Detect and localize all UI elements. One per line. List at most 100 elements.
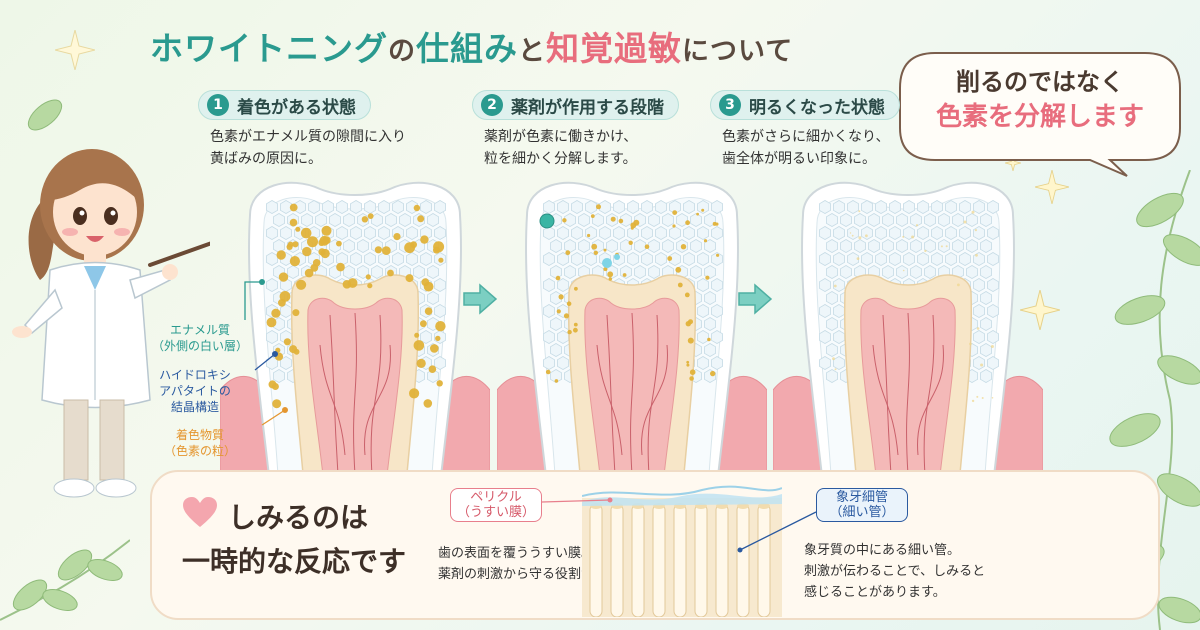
crystal-cell bbox=[854, 213, 866, 227]
stain-particle bbox=[365, 274, 371, 280]
stain-particle bbox=[672, 224, 676, 228]
crystal-cell bbox=[696, 304, 710, 318]
stain-particle bbox=[991, 397, 994, 399]
stain-particle bbox=[430, 344, 439, 353]
stain-particle bbox=[957, 283, 960, 287]
crystal-cell bbox=[543, 200, 555, 214]
tooth-stage-1 bbox=[220, 181, 490, 485]
nerve-lines bbox=[872, 312, 944, 476]
crystal-cell bbox=[550, 239, 562, 253]
stain-particle bbox=[902, 269, 905, 272]
pellicle-layer bbox=[582, 493, 782, 506]
crystal-cell bbox=[937, 213, 951, 227]
crystal-cell bbox=[930, 226, 944, 240]
stain-particle bbox=[573, 322, 578, 327]
crystal-cell bbox=[647, 239, 661, 253]
crystal-cell bbox=[620, 213, 633, 227]
tubule-opening bbox=[758, 503, 770, 509]
stain-particles bbox=[545, 204, 720, 383]
crystal-cell bbox=[377, 200, 391, 214]
crystal-cell bbox=[391, 200, 405, 214]
crystal-cell bbox=[343, 239, 356, 253]
arrow-right-icon bbox=[738, 283, 773, 315]
nerve-line bbox=[641, 344, 668, 456]
crystal-cell bbox=[661, 213, 675, 227]
stain-particle bbox=[433, 246, 440, 254]
stain-particle bbox=[289, 218, 298, 227]
crystal-cell bbox=[826, 291, 838, 305]
crystal-cell bbox=[923, 265, 937, 279]
crystal-cell bbox=[916, 200, 930, 214]
crystal-cell bbox=[349, 226, 363, 240]
stain-particle bbox=[554, 379, 559, 383]
crystal-cell bbox=[909, 239, 923, 253]
stain-particle bbox=[374, 246, 382, 254]
stain-particle bbox=[278, 272, 289, 282]
stain-particle bbox=[436, 380, 443, 387]
sparkle-icon bbox=[1005, 155, 1021, 171]
crystal-cell bbox=[308, 200, 320, 214]
crystal-cell bbox=[986, 226, 1000, 240]
stain-particle bbox=[312, 259, 321, 267]
crystal-cell bbox=[349, 200, 363, 214]
label-stain: 着色物質（色素の粒） bbox=[163, 428, 236, 458]
crystal-cell bbox=[965, 239, 979, 253]
agent-molecule bbox=[539, 213, 555, 229]
crystal-cell bbox=[363, 200, 377, 214]
crystal-cell bbox=[626, 200, 640, 214]
crystal-cell bbox=[979, 343, 993, 357]
stain-particle bbox=[295, 226, 301, 232]
stain-particle bbox=[672, 210, 678, 215]
stain-particle bbox=[271, 383, 279, 390]
stain-particle bbox=[644, 244, 650, 249]
stain-particle bbox=[321, 225, 332, 236]
pellicle-tag: ペリクル（うすい膜） bbox=[450, 488, 542, 522]
crystal-cell bbox=[986, 356, 1000, 370]
crystal-cell bbox=[571, 226, 583, 240]
crystal-cell bbox=[606, 239, 618, 253]
crystal-cell bbox=[854, 239, 866, 253]
crystal-cell bbox=[696, 278, 710, 292]
crystal-cell bbox=[833, 226, 845, 240]
crystal-cell bbox=[909, 265, 923, 279]
heart-icon bbox=[183, 497, 217, 527]
crystal-cell bbox=[951, 239, 965, 253]
nerve-line bbox=[319, 344, 346, 456]
stain-particle bbox=[318, 248, 326, 256]
crystal-cell bbox=[273, 213, 285, 227]
crystal-cell bbox=[696, 330, 710, 344]
crystal-cell bbox=[550, 317, 562, 331]
stain-particle bbox=[381, 246, 391, 255]
crystal-cell bbox=[564, 265, 576, 279]
stain-particles bbox=[266, 203, 446, 409]
crystal-cell bbox=[647, 213, 661, 227]
bubble-line-1: 削るのではなく bbox=[956, 68, 1124, 96]
crystal-cell bbox=[433, 304, 447, 318]
stain-particle bbox=[289, 203, 298, 212]
nerve-line bbox=[353, 312, 357, 476]
crystal-cell bbox=[682, 252, 696, 266]
crystal-cell bbox=[689, 213, 703, 227]
stain-particle bbox=[686, 363, 690, 367]
crystal-cell bbox=[377, 226, 391, 240]
crystal-cell bbox=[868, 239, 880, 253]
crystal-cell bbox=[833, 356, 845, 370]
nerve-line bbox=[370, 314, 382, 476]
crystal-cell bbox=[847, 200, 859, 214]
crystal-cell bbox=[833, 330, 845, 344]
crystal-cell bbox=[861, 200, 873, 214]
crystal-cell bbox=[557, 200, 569, 214]
stain-particle bbox=[556, 309, 561, 314]
crystal-cell bbox=[266, 200, 278, 214]
stain-particle bbox=[971, 399, 975, 403]
crystal-cell bbox=[972, 330, 986, 344]
sparkle-icon bbox=[1035, 170, 1069, 204]
stain-particle bbox=[593, 250, 598, 255]
crystal-cell bbox=[564, 239, 576, 253]
crystal-cell bbox=[585, 226, 597, 240]
crystal-cell bbox=[710, 356, 724, 370]
stain-particle bbox=[292, 309, 300, 317]
crystal-cell bbox=[930, 200, 944, 214]
